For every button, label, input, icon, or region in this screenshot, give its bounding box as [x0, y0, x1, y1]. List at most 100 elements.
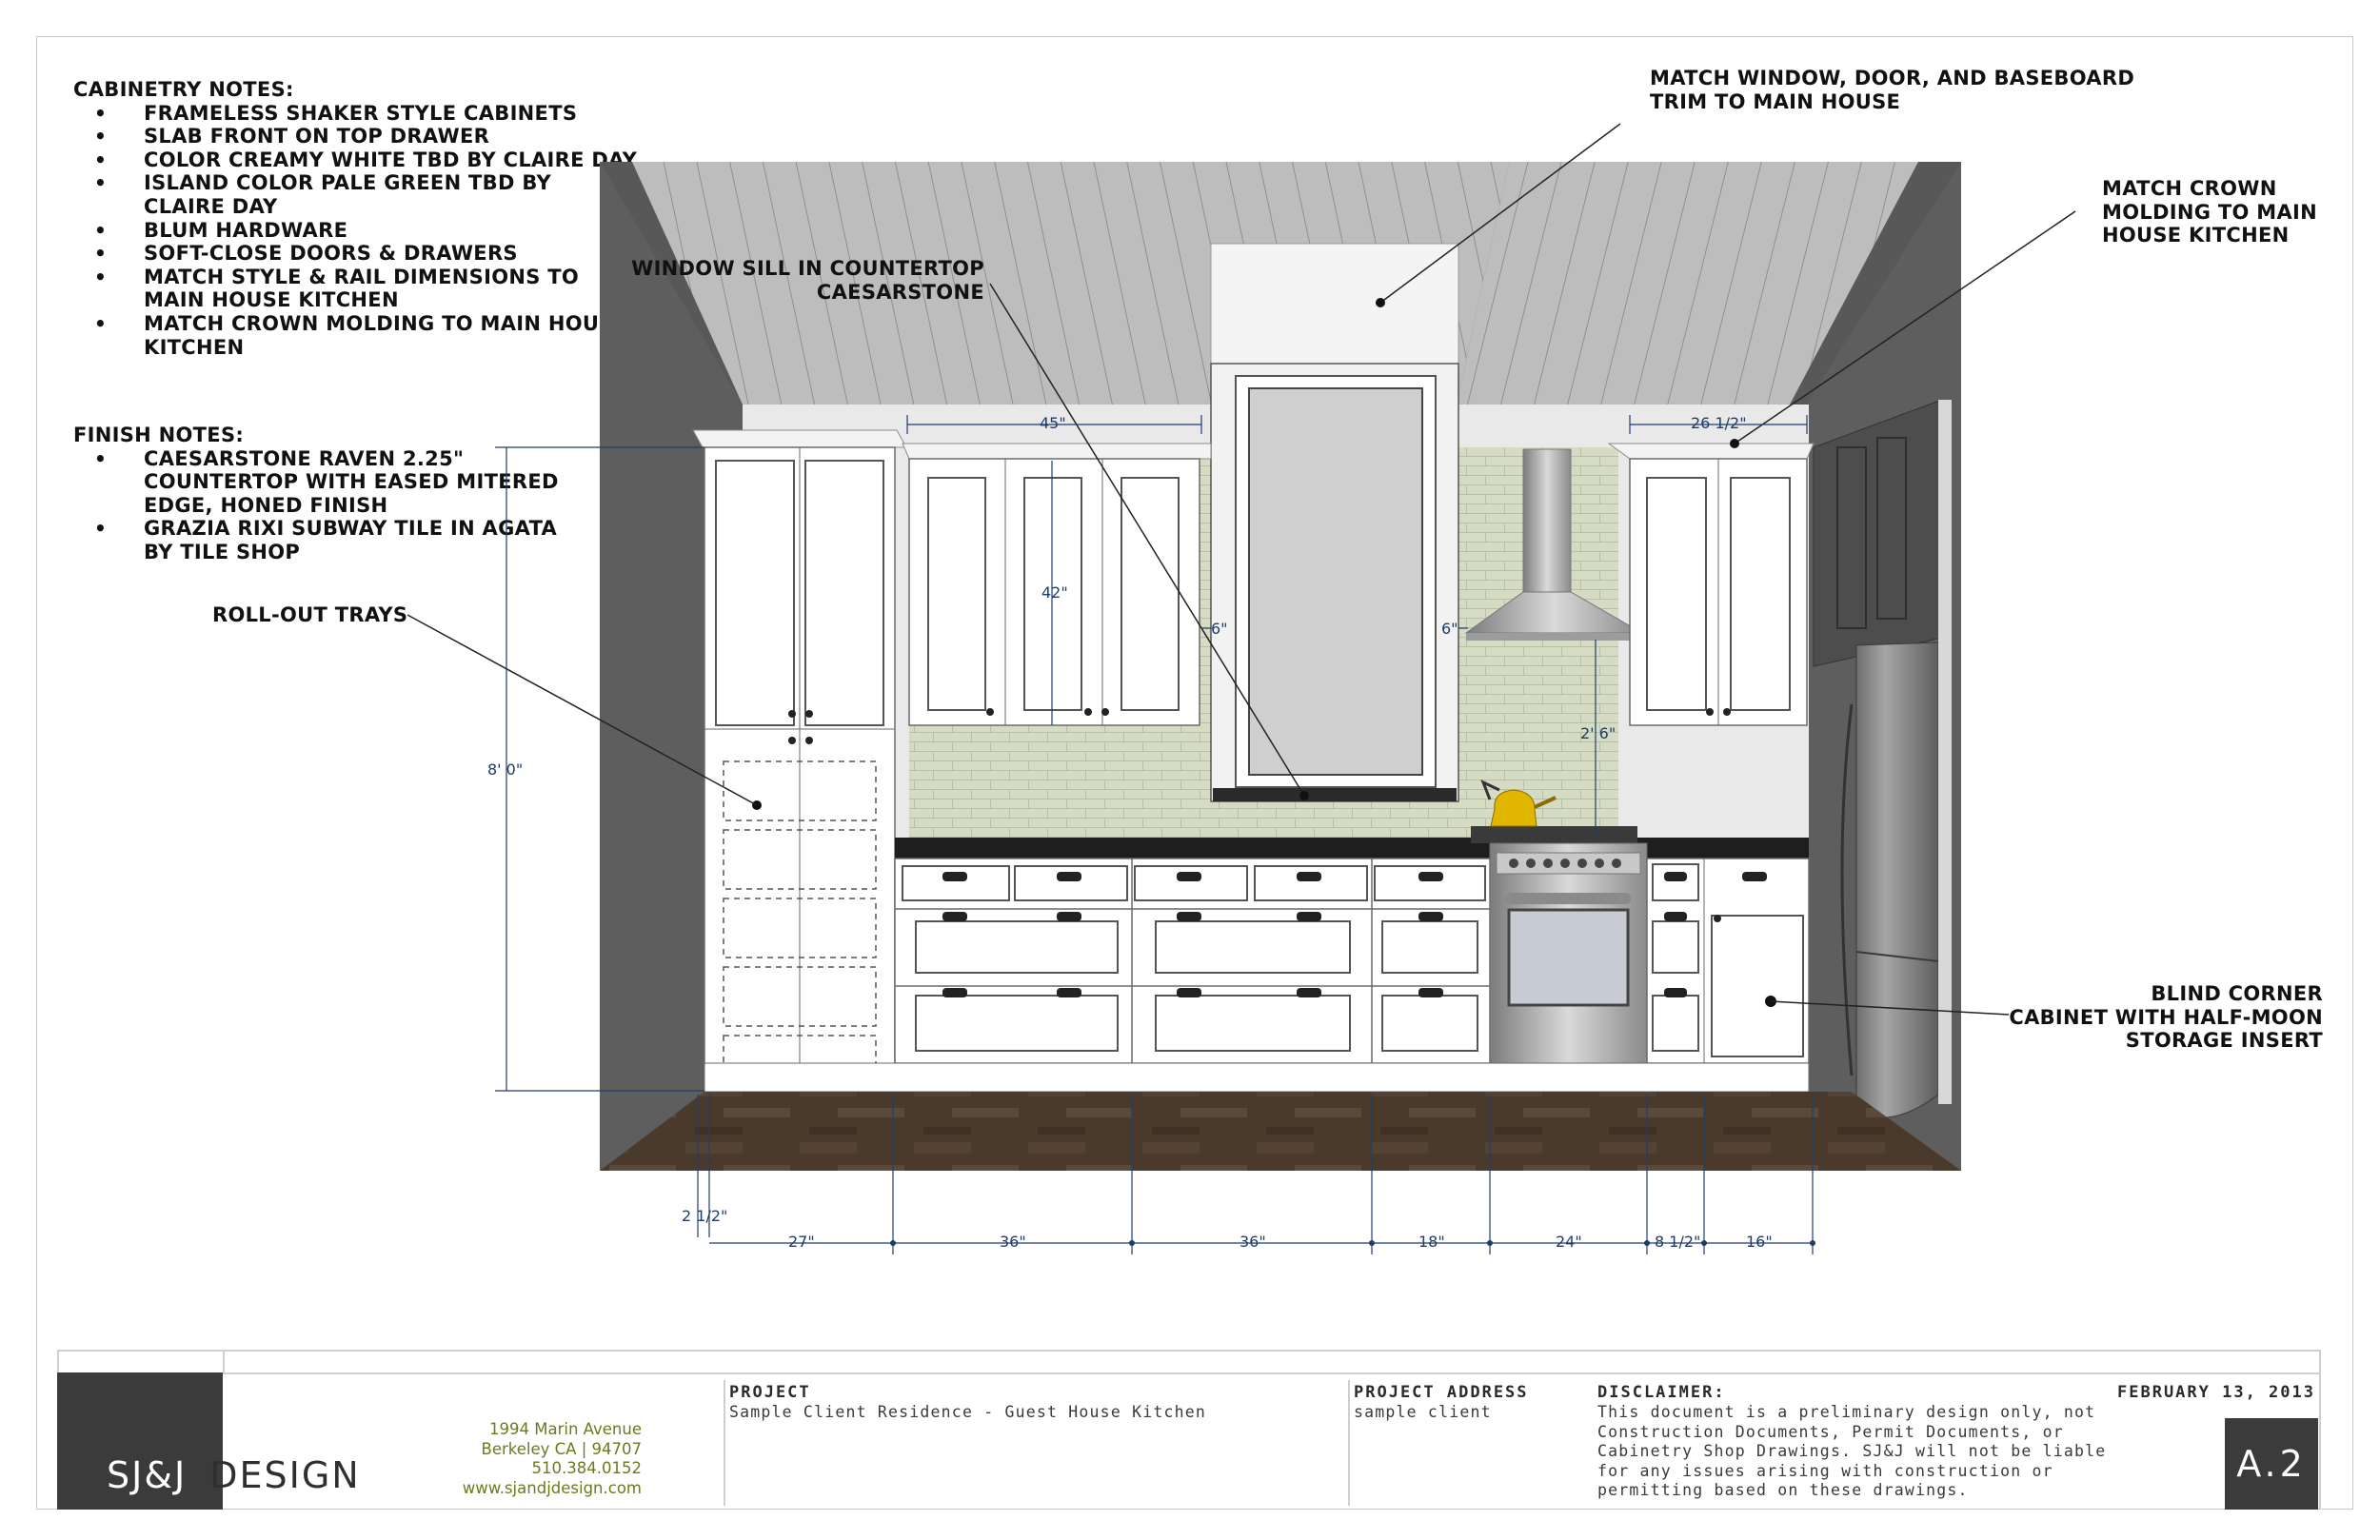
disclaimer-line: Cabinetry Shop Drawings. SJ&J will not b… — [1597, 1442, 2107, 1461]
toe-kick — [704, 1062, 1810, 1093]
dim-bottom: 18" — [1418, 1233, 1445, 1251]
cooktop-grates — [1471, 826, 1637, 843]
drawing-frame — [36, 36, 2353, 1510]
base-cabinets-right — [1646, 858, 1810, 1064]
disclaimer-heading: DISCLAIMER: — [1597, 1383, 1726, 1402]
cabinetry-notes-heading: CABINETRY NOTES: — [73, 78, 294, 101]
title-block-right-rule — [2319, 1350, 2321, 1510]
cup-pulls — [942, 872, 1443, 997]
dim-ceiling-height: 8' 0" — [487, 760, 523, 779]
title-block-divider — [724, 1380, 725, 1506]
callout-dot — [1730, 439, 1739, 448]
address-line: 1994 Marin Avenue — [489, 1420, 642, 1438]
knob — [805, 737, 813, 744]
disclaimer-line: Construction Documents, Permit Documents… — [1597, 1422, 2064, 1441]
kettle-spout — [1534, 796, 1557, 809]
upper-door-panel — [1121, 477, 1180, 711]
dim-upper-height: 42" — [1041, 583, 1068, 602]
upper-door-panel — [1646, 477, 1707, 711]
dimension-ticks — [890, 1240, 1815, 1246]
knob — [1706, 708, 1714, 716]
finish-note: GRAZIA RIXI SUBWAY TILE IN AGATA BY TILE… — [73, 517, 563, 563]
callout-line: HOUSE KITCHEN — [2102, 224, 2290, 247]
title-block-inner-rule — [223, 1372, 2319, 1374]
callout-dot — [1376, 298, 1385, 307]
callout-line: STORAGE INSERT — [2125, 1029, 2323, 1053]
cup-pulls — [1664, 872, 1767, 997]
address-line: Berkeley CA | 94707 — [481, 1439, 642, 1458]
upper-door-panel — [927, 477, 986, 711]
callout-line: BLIND CORNER — [2151, 982, 2323, 1005]
project-heading: PROJECT — [729, 1383, 811, 1402]
knob — [788, 710, 796, 718]
firm-logo: SJ&J DESIGN — [107, 1454, 361, 1496]
callout-roll-out-trays: ROLL-OUT TRAYS — [212, 603, 408, 626]
kettle — [1490, 789, 1537, 827]
project-address-value: sample client — [1354, 1403, 1492, 1421]
countertop — [895, 838, 1809, 859]
dim-hood-clearance: 2' 6" — [1580, 724, 1616, 742]
website: www.sjandjdesign.com — [462, 1478, 642, 1497]
upper-crown — [902, 443, 1212, 460]
project-name: Sample Client Residence - Guest House Ki… — [729, 1403, 1207, 1421]
oven-handle — [1506, 893, 1631, 904]
side-door-panel — [1876, 437, 1907, 620]
fridge-split — [1855, 951, 1939, 962]
knob — [788, 737, 796, 744]
refrigerator — [1855, 642, 1939, 1118]
firm-address: 1994 Marin Avenue Berkeley CA | 94707 51… — [463, 1420, 642, 1498]
callout-line: MATCH WINDOW, DOOR, AND BASEBOARD — [1650, 67, 2135, 89]
upper-door-panel — [1730, 477, 1791, 711]
wood-floor — [600, 1092, 1961, 1171]
firm-word: DESIGN — [209, 1454, 361, 1496]
cabinetry-note: COLOR CREAMY WHITE TBD BY CLAIRE DAY — [73, 148, 639, 172]
callout-crown: MATCH CROWN MOLDING TO MAIN HOUSE KITCHE… — [2102, 177, 2317, 247]
disclaimer-line: permitting based on these drawings. — [1597, 1481, 1969, 1500]
dim-bottom: 27" — [788, 1233, 815, 1251]
knob — [1101, 708, 1109, 716]
knob — [1714, 915, 1721, 922]
hood-edge — [1466, 633, 1642, 641]
fridge-handle — [1840, 703, 1854, 1076]
firm-mark: SJ&J — [107, 1454, 188, 1496]
callout-dot — [1299, 791, 1309, 800]
knob — [986, 708, 994, 716]
dim-window-gap-left: 6" — [1211, 620, 1228, 638]
base-cabinets-left — [894, 858, 1491, 1064]
roll-out-trays — [723, 760, 877, 1086]
knob — [805, 710, 813, 718]
title-block-divider — [1348, 1380, 1350, 1506]
dim-bottom: 8 1/2" — [1655, 1233, 1700, 1251]
hood-chimney — [1522, 448, 1572, 593]
drawing-date: FEBRUARY 13, 2013 — [2117, 1383, 2315, 1402]
cabinetry-notes: CABINETRY NOTES: FRAMELESS SHAKER STYLE … — [73, 78, 637, 359]
base-drawer-panels — [1652, 863, 1804, 1057]
cabinetry-note: MATCH CROWN MOLDING TO MAIN HOUSE KITCHE… — [73, 312, 696, 359]
callout-trim: MATCH WINDOW, DOOR, AND BASEBOARD TRIM T… — [1650, 67, 2134, 113]
dim-right-upper-width: 26 1/2" — [1691, 414, 1747, 432]
title-block-top-rule — [57, 1350, 2319, 1352]
upper-crown — [1607, 443, 1815, 460]
disclaimer-text: This document is a preliminary design on… — [1597, 1403, 2106, 1501]
callout-line: TRIM TO MAIN HOUSE — [1650, 89, 1901, 113]
cabinetry-note: BLUM HARDWARE — [73, 219, 625, 243]
finish-notes: FINISH NOTES: CAESARSTONE RAVEN 2.25" CO… — [73, 424, 587, 564]
ceiling-right — [1457, 162, 1918, 405]
cabinetry-note: MATCH STYLE & RAIL DIMENSIONS TO MAIN HO… — [73, 266, 620, 312]
kettle-handle — [1480, 780, 1500, 800]
finish-note: CAESARSTONE RAVEN 2.25" COUNTERTOP WITH … — [73, 447, 563, 518]
dim-bottom: 36" — [1240, 1233, 1266, 1251]
callout-line: MATCH CROWN — [2102, 177, 2277, 200]
range-knobs — [1509, 859, 1621, 868]
callout-line: MOLDING TO MAIN — [2102, 200, 2318, 224]
leader-lines — [407, 123, 2076, 1016]
window-glass — [1248, 387, 1423, 776]
callout-blind-corner: BLIND CORNER CABINET WITH HALF-MOON STOR… — [2009, 982, 2323, 1053]
project-address-heading: PROJECT ADDRESS — [1354, 1383, 1529, 1402]
disclaimer-line: This document is a preliminary design on… — [1597, 1403, 2096, 1421]
oven-window — [1507, 908, 1630, 1007]
cabinetry-note: SOFT-CLOSE DOORS & DRAWERS — [73, 242, 625, 266]
dim-window-gap-right: 6" — [1441, 620, 1458, 638]
pantry-door-panel — [804, 460, 884, 726]
